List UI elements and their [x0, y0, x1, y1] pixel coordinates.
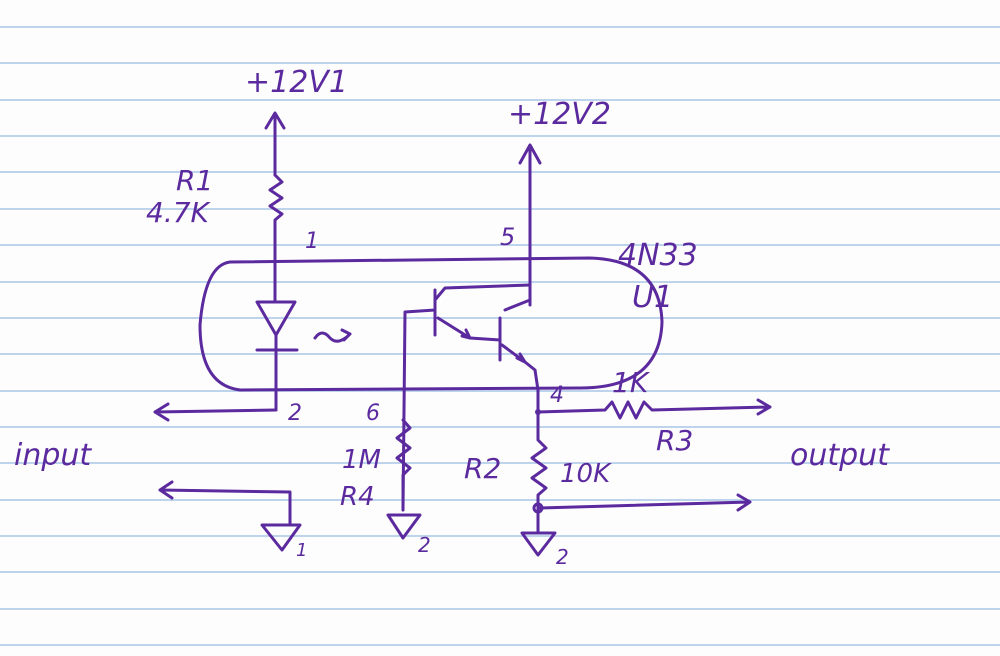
resistor-r4: [395, 418, 412, 512]
pin-1: 1: [305, 229, 319, 254]
r1-name: R1: [176, 164, 213, 197]
r1-value: 4.7K: [146, 196, 212, 229]
led: [255, 300, 299, 412]
optocoupler-body: [198, 256, 664, 392]
resistor-r2: [530, 410, 548, 520]
chip-ref: U1: [632, 280, 673, 315]
output-branch: [520, 398, 772, 557]
pin-4: 4: [550, 383, 564, 408]
ground-2a-label: 2: [418, 533, 431, 557]
pin-6: 6: [366, 401, 380, 426]
r4-value: 1M: [342, 445, 381, 475]
supply2-label: +12V2: [508, 97, 611, 132]
resistor-r1: [268, 173, 284, 302]
ground-r2: [520, 516, 557, 557]
led-branch: [153, 111, 352, 422]
pin-5: 5: [500, 223, 515, 251]
resistor-r3: [536, 398, 772, 420]
ground-2b-label: 2: [556, 545, 569, 569]
ground-r4: [386, 513, 422, 540]
input-line-top: [153, 402, 278, 422]
r2-value: 10K: [560, 459, 612, 489]
pin-2: 2: [288, 401, 302, 426]
paper-rules: [0, 26, 1000, 646]
r3-name: R3: [656, 424, 693, 457]
labels: +12V1 +12V2 R1 4.7K 1 5 4N33 U1 2 6 4 1K…: [14, 65, 890, 569]
ground-1-label: 1: [296, 540, 307, 561]
input-line-bottom: [158, 480, 292, 527]
input-label: input: [14, 438, 92, 473]
ground-input: [260, 523, 302, 552]
darlington-transistors: [386, 143, 542, 540]
r4-name: R4: [340, 482, 375, 512]
chip-part: 4N33: [618, 238, 698, 273]
r2-name: R2: [464, 452, 501, 485]
r3-value: 1K: [612, 366, 651, 399]
output-label: output: [790, 438, 890, 473]
light-arrow: [313, 328, 352, 343]
supply1-label: +12V1: [245, 65, 348, 100]
